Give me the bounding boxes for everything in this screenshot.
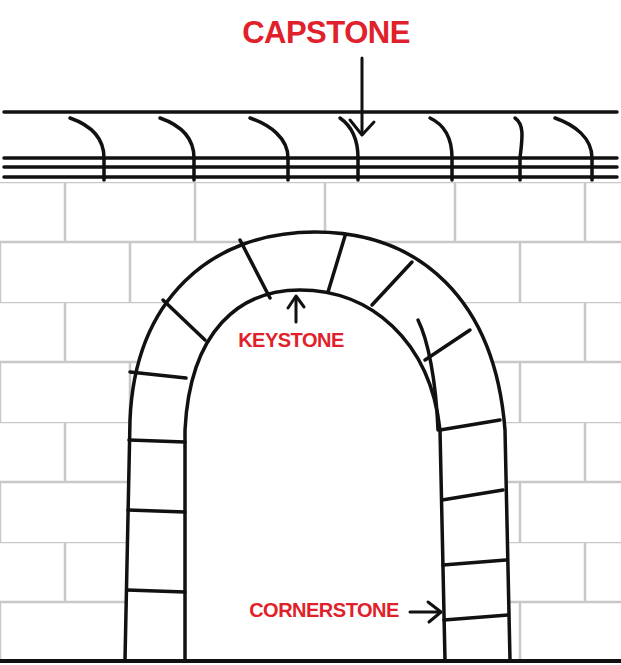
part-label: CAPSTONE (240, 16, 412, 49)
ground-line (0, 659, 621, 663)
part-label: CORNERSTONE (247, 599, 401, 621)
arch-stones (125, 232, 510, 660)
arch-fill (125, 232, 510, 660)
brick-wall (0, 182, 621, 660)
capstone-band (4, 112, 617, 180)
part-label: KEYSTONE (236, 329, 346, 351)
